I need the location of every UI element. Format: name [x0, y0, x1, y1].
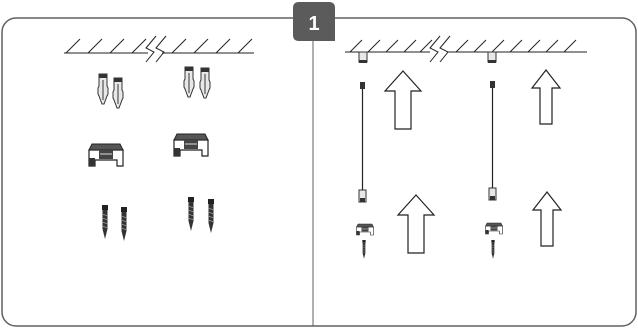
mounting-clip-left-icon	[88, 143, 124, 167]
cable-screw-left-icon	[362, 239, 366, 259]
up-arrow-lower-right-icon	[532, 191, 562, 247]
up-arrow-upper-right-icon	[531, 69, 561, 125]
anchor-pair-left-icon	[97, 73, 124, 109]
mounting-clip-right-icon	[173, 133, 209, 157]
screw-pair-left-icon	[101, 204, 128, 242]
outer-frame	[1, 17, 637, 327]
step-number: 1	[308, 13, 319, 35]
suspension-cable-right-icon	[488, 81, 497, 201]
right-ceiling-hatch-icon	[345, 35, 587, 63]
suspension-cable-left-icon	[358, 82, 367, 203]
cable-clip-right-icon	[485, 222, 503, 235]
left-ceiling-hatch-icon	[64, 35, 254, 63]
up-arrow-lower-left-icon	[397, 194, 435, 254]
anchor-pair-right-icon	[183, 66, 211, 99]
cable-screw-right-icon	[491, 239, 495, 259]
screw-pair-right-icon	[187, 196, 215, 234]
ceiling-anchor-right-icon	[487, 51, 497, 63]
step-badge: 1	[293, 2, 335, 41]
ceiling-anchor-left-icon	[358, 51, 368, 63]
up-arrow-upper-left-icon	[384, 70, 422, 130]
cable-clip-left-icon	[356, 223, 374, 236]
